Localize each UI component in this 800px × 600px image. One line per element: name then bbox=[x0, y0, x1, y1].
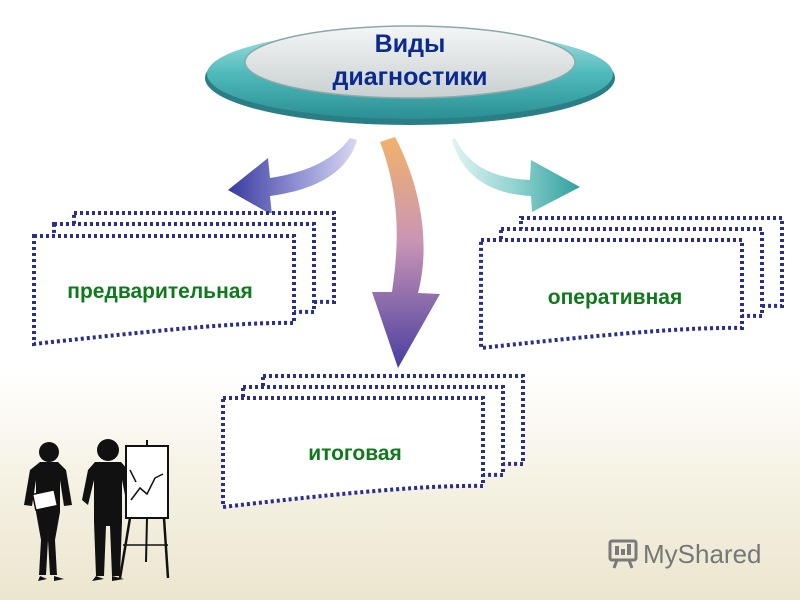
box-right bbox=[479, 216, 784, 351]
box-left bbox=[32, 211, 336, 347]
box-bottom-label: итоговая bbox=[308, 442, 402, 465]
arrow-left bbox=[228, 138, 357, 215]
people-presentation-illustration bbox=[24, 439, 170, 581]
diagram-title-line1: Виды bbox=[374, 30, 446, 58]
arrow-right bbox=[452, 138, 580, 212]
man-silhouette-icon bbox=[82, 439, 134, 581]
diagram-title-line2: диагностики bbox=[332, 63, 488, 91]
presentation-board-icon bbox=[608, 539, 638, 569]
box-right-label: оперативная bbox=[547, 286, 683, 309]
title-ellipse bbox=[205, 25, 615, 125]
watermark-text: MyShared bbox=[643, 539, 762, 569]
box-left-label: предварительная bbox=[67, 280, 253, 303]
woman-silhouette-icon bbox=[24, 442, 72, 581]
arrow-center bbox=[372, 137, 440, 368]
document-icon bbox=[31, 488, 59, 512]
watermark-logo[interactable]: MyShared bbox=[605, 536, 765, 572]
flipchart-icon bbox=[118, 440, 170, 579]
box-bottom bbox=[221, 374, 525, 510]
